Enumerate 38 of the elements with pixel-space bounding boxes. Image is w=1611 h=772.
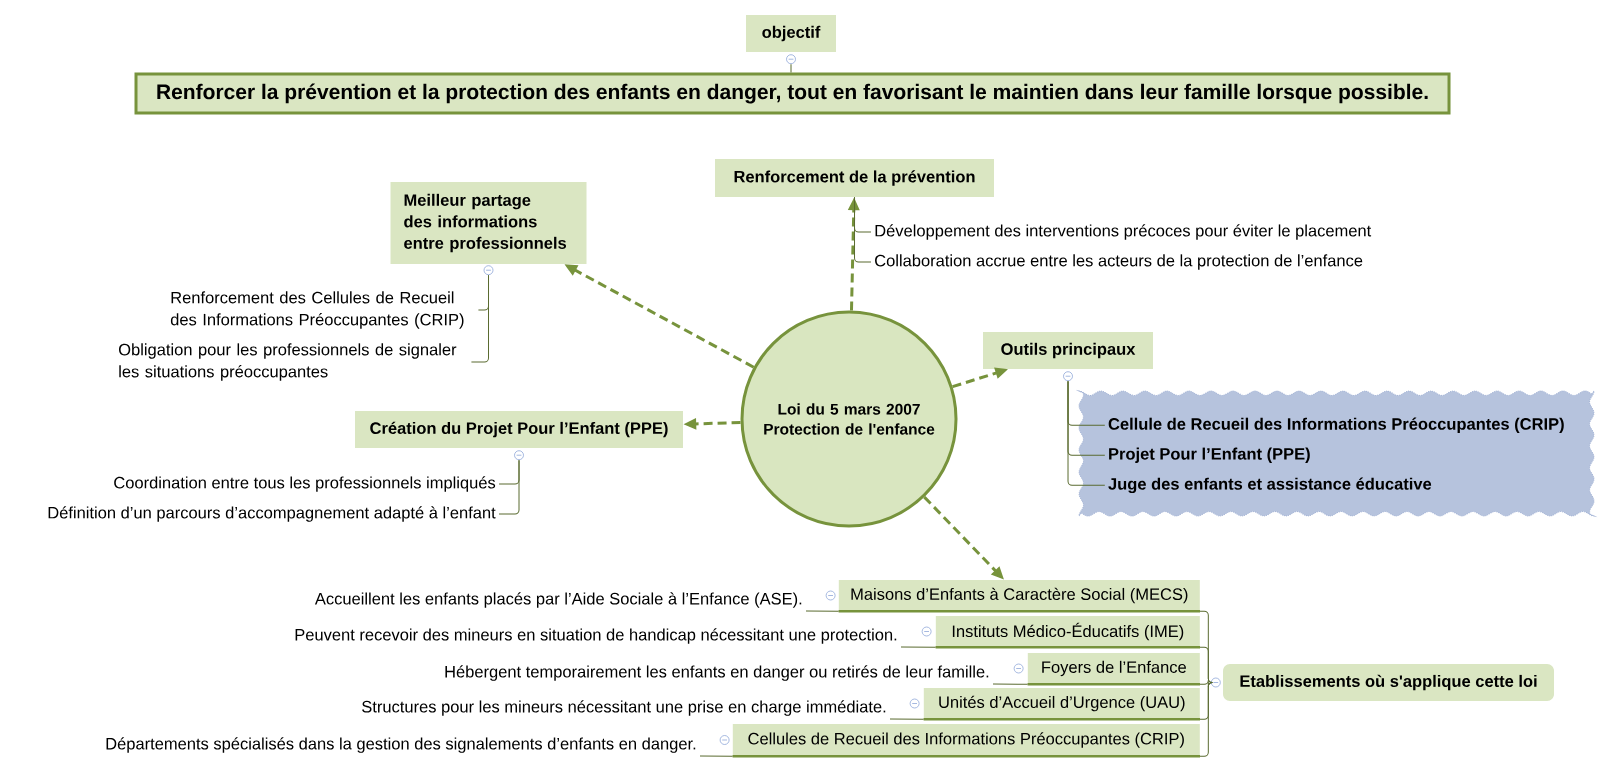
topic-box: Renforcement de la prévention [715, 159, 994, 197]
note-text: Structures pour les mineurs nécessitant une prise en charge immédiate. [362, 700, 886, 716]
topic-box: Création du Projet Pour l’Enfant (PPE) [355, 411, 683, 448]
connector-line [1067, 380, 1106, 486]
topic-box: Foyers de l’Enfance [1027, 653, 1200, 686]
item-text: Projet Pour l’Enfant (PPE) [1109, 447, 1310, 463]
topic-box: Etablissements où s'applique cette loi [1223, 664, 1554, 701]
topic-box: Instituts Médico-Éducatifs (IME) [935, 616, 1200, 649]
note-text: Collaboration accrue entre les acteurs de la protection de l’enfance [875, 254, 1363, 270]
topic-box: Cellules de Recueil des Informations Préoccupantes (CRIP) [732, 724, 1200, 758]
note-text: Développement des interventions précoces pour éviter le placement [875, 224, 1372, 240]
note-text: Renforcement des Cellules de Recueil des Informations Préoccupantes (CRIP) [170, 291, 464, 329]
topic-box: Outils principaux [983, 332, 1153, 369]
goal-banner: Renforcer la prévention et la protection des enfants en danger, tout en favorisant le maintien dans leur famille lorsque possible. [134, 72, 1451, 115]
note-text: Coordination entre tous les professionnels impliqués [114, 476, 496, 492]
cloud-shape [1078, 390, 1595, 517]
topic-box: objectif [746, 15, 836, 52]
connector-line [992, 683, 1029, 685]
connector-line [498, 459, 520, 515]
note-text: Départements spécialisés dans la gestion des signalements d’enfants en danger. [106, 737, 696, 753]
note-text: Obligation pour les professionnels de signaler les situations préoccupantes [119, 343, 457, 381]
connector-line [805, 610, 840, 612]
connector-line [889, 718, 925, 720]
note-text: Accueillent les enfants placés par l’Aide Sociale à l’Enfance (ASE). [314, 592, 802, 608]
note-text: Hébergent temporairement les enfants en danger ou retirés de leur famille. [445, 665, 989, 681]
connector-line [1199, 646, 1213, 683]
connector-line [900, 646, 937, 648]
connector-line [699, 755, 734, 757]
item-text: Cellule de Recueil des Informations Préoccupantes (CRIP) [1108, 417, 1564, 434]
note-text: Définition d’un parcours d’accompagnement adapté à l’enfant [48, 506, 496, 522]
item-text: Juge des enfants et assistance éducative [1108, 477, 1432, 494]
topic-box: Unités d’Accueil d’Urgence (UAU) [923, 688, 1200, 721]
topic-box: Meilleur partage des informations entre professionnels [390, 182, 587, 264]
connector-line [790, 63, 792, 73]
note-text: Peuvent recevoir des mineurs en situation de handicap nécessitant une protection. [295, 628, 897, 644]
connector-line [1199, 682, 1213, 757]
topic-box: Maisons d’Enfants à Caractère Social (MECS) [838, 580, 1200, 613]
connector-line [854, 196, 872, 263]
